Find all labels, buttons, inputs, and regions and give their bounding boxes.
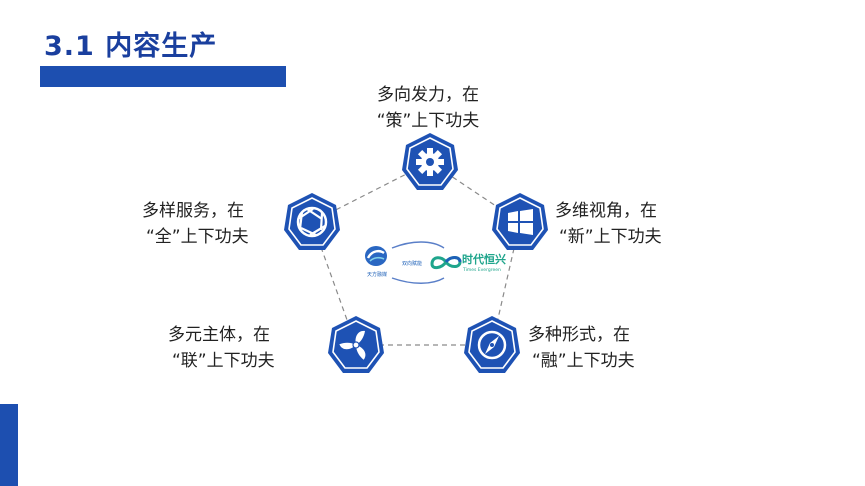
side-accent-bar [0, 404, 18, 486]
windows-icon [492, 193, 548, 250]
label-fusion: 多种形式，在 “融”上下功夫 [526, 322, 635, 374]
times-evergreen-subtitle: Times Evergreen [462, 267, 501, 273]
label-fusion-line1: 多种形式，在 [528, 325, 630, 345]
aperture-icon [284, 193, 340, 250]
tianfang-logo-caption: 天方融媒 [367, 271, 387, 278]
label-new: 多维视角，在 “新”上下功夫 [553, 198, 662, 250]
label-all-line1: 多样服务，在 [142, 201, 244, 221]
label-strategy-line2: “策”上下功夫 [376, 111, 480, 131]
label-linkage-line1: 多元主体，在 [168, 325, 270, 345]
exchange-caption: 双向赋能 [402, 260, 422, 267]
times-evergreen-title: 时代恒兴 [462, 252, 506, 266]
infinity-logo-icon [430, 256, 462, 270]
label-linkage-line2: “联”上下功夫 [172, 351, 275, 371]
exchange-arrow-bottom [391, 277, 445, 284]
compass-icon [464, 316, 520, 373]
label-all: 多样服务，在 “全”上下功夫 [140, 198, 249, 250]
label-all-line2: “全”上下功夫 [146, 227, 249, 247]
title-underline-bar [40, 66, 286, 87]
label-new-line2: “新”上下功夫 [559, 227, 662, 247]
exchange-arrow-top [391, 241, 445, 249]
label-strategy-line1: 多向发力，在 [377, 85, 479, 105]
label-strategy: 多向发力，在 “策”上下功夫 [348, 82, 508, 134]
gear-icon [402, 133, 458, 190]
label-fusion-line2: “融”上下功夫 [532, 351, 635, 371]
fan-icon [328, 316, 384, 373]
tianfang-logo [365, 246, 387, 266]
center-logo-group: 天方融媒 双向赋能 时代恒兴 Times Evergreen [362, 238, 512, 286]
slide-title: 3.1 内容生产 [44, 31, 218, 62]
label-linkage: 多元主体，在 “联”上下功夫 [166, 322, 275, 374]
label-new-line1: 多维视角，在 [555, 201, 657, 221]
